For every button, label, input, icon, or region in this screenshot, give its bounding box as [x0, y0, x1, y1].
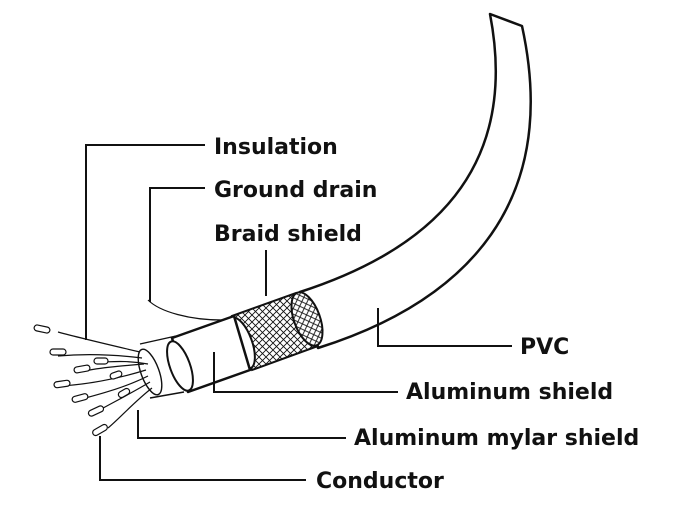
label-aluminum-shield: Aluminum shield	[406, 380, 613, 405]
aluminum-mylar-shield	[139, 335, 185, 399]
leader-aluminum-mylar-shield	[137, 410, 346, 439]
leader-ground-drain	[149, 187, 205, 302]
mylar-ring	[137, 348, 163, 396]
ground-drain-wire	[147, 299, 223, 321]
label-braid-shield: Braid shield	[214, 222, 362, 247]
conductor-bundle	[33, 324, 153, 437]
leader-aluminum-shield	[213, 352, 398, 393]
label-aluminum-mylar-shield: Aluminum mylar shield	[354, 426, 639, 451]
label-ground-drain: Ground drain	[214, 178, 377, 203]
aluminum-shield-ring	[166, 340, 194, 392]
braid-end-ring	[290, 291, 324, 347]
label-insulation: Insulation	[214, 135, 338, 160]
leader-pvc	[377, 308, 512, 347]
leader-insulation	[85, 144, 205, 340]
pvc-jacket	[298, 12, 532, 350]
label-conductor: Conductor	[316, 469, 444, 494]
label-pvc: PVC	[520, 335, 569, 360]
leader-conductor	[99, 436, 306, 481]
